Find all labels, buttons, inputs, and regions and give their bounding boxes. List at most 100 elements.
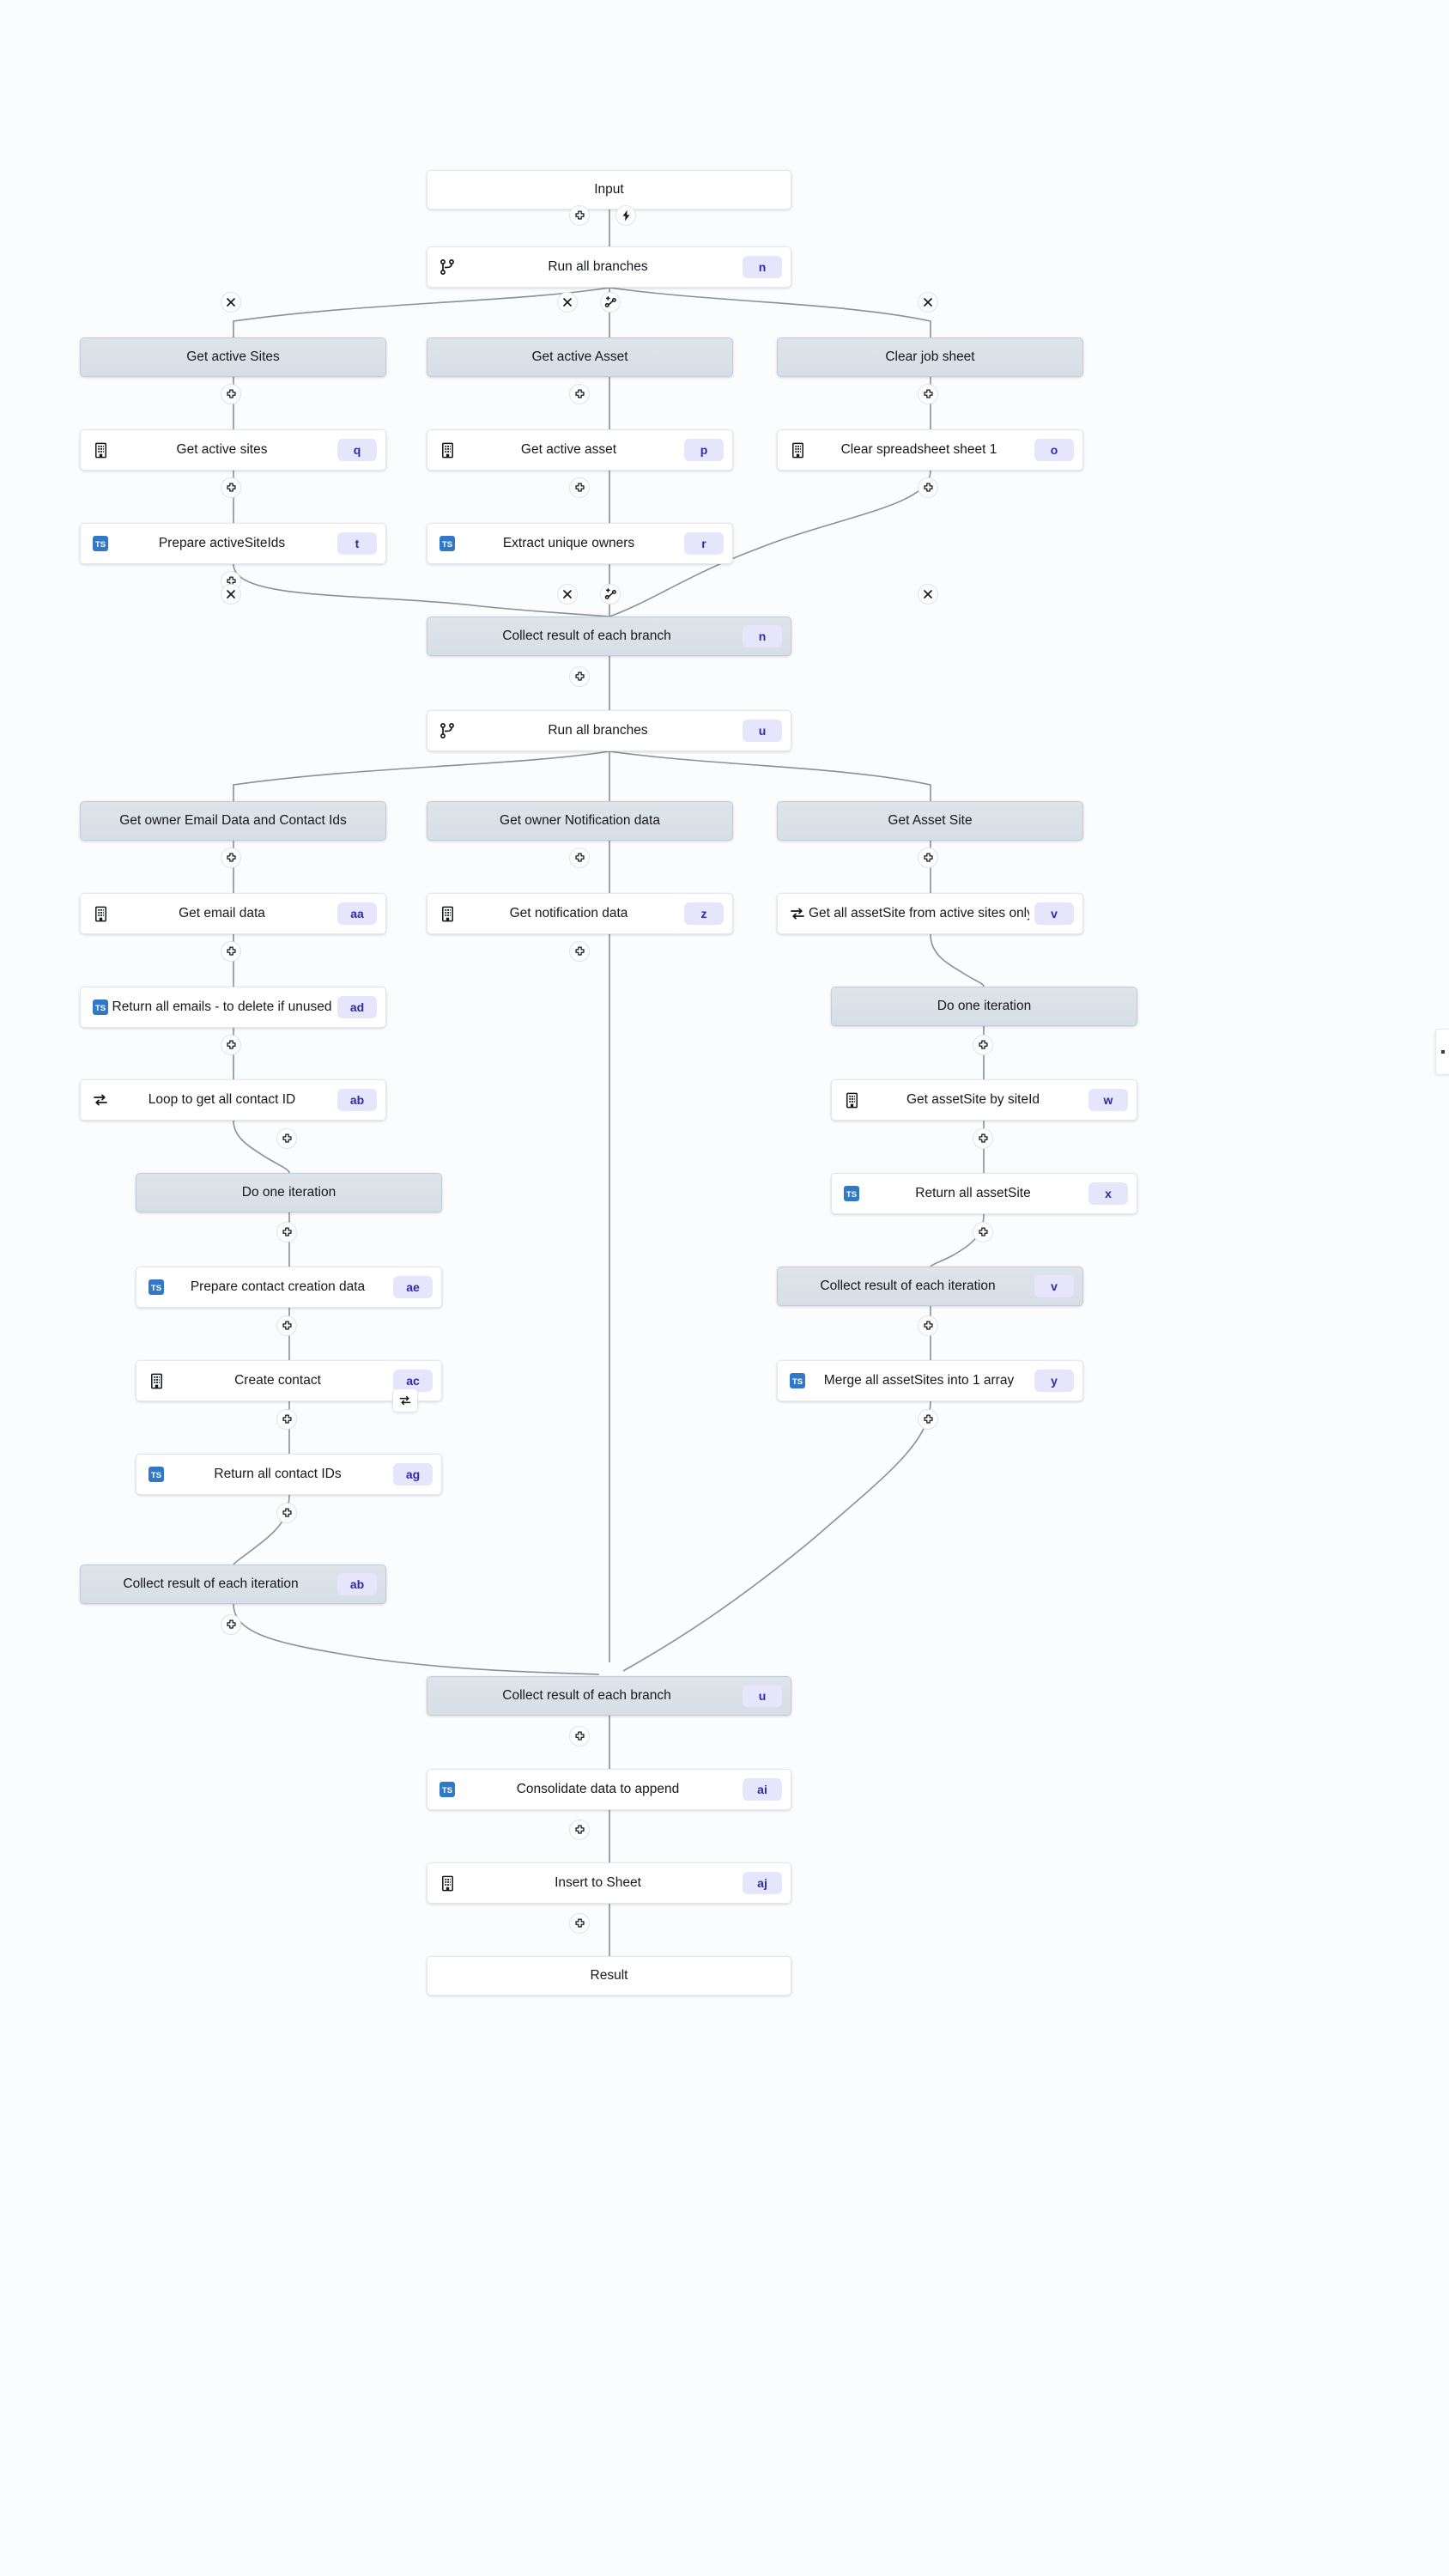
plus-handle-icon[interactable] [221, 1614, 241, 1635]
node-key-badge[interactable]: q [337, 439, 377, 461]
node-key-badge[interactable]: aj [743, 1872, 782, 1894]
plus-handle-icon[interactable] [569, 1820, 590, 1840]
plus-handle-icon[interactable] [973, 1128, 993, 1149]
node-hdr-sites[interactable]: Get active Sites [80, 337, 386, 377]
node-hdr-asset[interactable]: Get active Asset [427, 337, 733, 377]
node-iter-right[interactable]: Do one iteration [831, 987, 1137, 1026]
edge-collectl-down [233, 1603, 600, 1675]
plus-handle-icon[interactable] [221, 477, 241, 498]
close-handle-icon[interactable] [221, 292, 241, 313]
close-handle-icon[interactable] [557, 292, 578, 313]
node-key-badge[interactable]: w [1088, 1089, 1128, 1111]
plus-handle-icon[interactable] [569, 1726, 590, 1747]
plus-handle-icon[interactable] [973, 1035, 993, 1055]
plus-handle-icon[interactable] [918, 477, 938, 498]
node-key-badge[interactable]: ac [393, 1370, 433, 1392]
node-key-badge[interactable]: u [743, 720, 782, 742]
node-input[interactable]: Input [427, 170, 791, 210]
node-key-badge[interactable]: p [684, 439, 724, 461]
node-key-badge[interactable]: u [743, 1685, 782, 1707]
plus-handle-icon[interactable] [276, 1128, 297, 1149]
node-key-badge[interactable]: n [743, 256, 782, 278]
node-key-badge[interactable]: aa [337, 902, 377, 925]
plus-handle-icon[interactable] [569, 666, 590, 687]
close-handle-icon[interactable] [557, 584, 578, 605]
node-key-badge[interactable]: v [1034, 1275, 1074, 1297]
node-key-badge[interactable]: ab [337, 1089, 377, 1111]
node-key-badge[interactable]: v [1034, 902, 1074, 925]
plus-handle-icon[interactable] [973, 1222, 993, 1242]
node-key-badge[interactable]: n [743, 625, 782, 647]
bolt-handle-icon[interactable] [615, 205, 636, 226]
plus-handle-icon[interactable] [569, 848, 590, 868]
node-hdr-assetsite[interactable]: Get Asset Site [777, 801, 1083, 841]
node-key-badge[interactable]: o [1034, 439, 1074, 461]
close-handle-icon[interactable] [918, 584, 938, 605]
node-hdr-notif[interactable]: Get owner Notification data [427, 801, 733, 841]
node-key-badge[interactable]: ag [393, 1463, 433, 1485]
close-handle-icon[interactable] [918, 292, 938, 313]
plus-handle-icon[interactable] [569, 205, 590, 226]
node-key-badge[interactable]: ai [743, 1778, 782, 1801]
retry-badge-icon[interactable] [392, 1388, 418, 1413]
add-branch-handle-icon[interactable] [600, 584, 621, 605]
plus-handle-icon[interactable] [276, 1315, 297, 1336]
plus-handle-icon[interactable] [918, 1409, 938, 1430]
node-key-badge[interactable]: t [337, 532, 377, 555]
node-result[interactable]: Result [427, 1956, 791, 1996]
node-hdr-email[interactable]: Get owner Email Data and Contact Ids [80, 801, 386, 841]
plus-handle-icon[interactable] [569, 941, 590, 962]
node-hdr-clear[interactable]: Clear job sheet [777, 337, 1083, 377]
node-key-badge[interactable]: ad [337, 996, 377, 1018]
node-key-badge[interactable]: x [1088, 1182, 1128, 1205]
plus-handle-icon[interactable] [569, 384, 590, 404]
plus-handle-icon[interactable] [276, 1222, 297, 1242]
node-iter-left[interactable]: Do one iteration [136, 1173, 442, 1212]
node-key-badge[interactable]: r [684, 532, 724, 555]
node-label: Get Asset Site [888, 813, 973, 828]
plus-handle-icon[interactable] [569, 1913, 590, 1934]
plus-handle-icon[interactable] [276, 1409, 297, 1430]
plus-handle-icon[interactable] [221, 848, 241, 868]
node-key-badge[interactable]: y [1034, 1370, 1074, 1392]
node-key-badge[interactable]: z [684, 902, 724, 925]
plus-handle-icon[interactable] [918, 848, 938, 868]
plus-handle-icon[interactable] [221, 384, 241, 404]
plus-handle-icon[interactable] [918, 1315, 938, 1336]
add-branch-handle-icon[interactable] [600, 292, 621, 313]
plus-handle-icon[interactable] [276, 1503, 297, 1523]
plus-handle-icon[interactable] [221, 1035, 241, 1055]
node-key-badge[interactable]: ab [337, 1573, 377, 1595]
side-panel-sliver[interactable] [1435, 1029, 1449, 1075]
node-get-allas[interactable]: Get all assetSite from active sites only… [777, 893, 1083, 934]
plus-handle-icon[interactable] [569, 477, 590, 498]
close-handle-icon[interactable] [221, 584, 241, 605]
plus-handle-icon[interactable] [918, 384, 938, 404]
node-key-badge[interactable]: ae [393, 1276, 433, 1298]
plus-handle-icon[interactable] [221, 941, 241, 962]
